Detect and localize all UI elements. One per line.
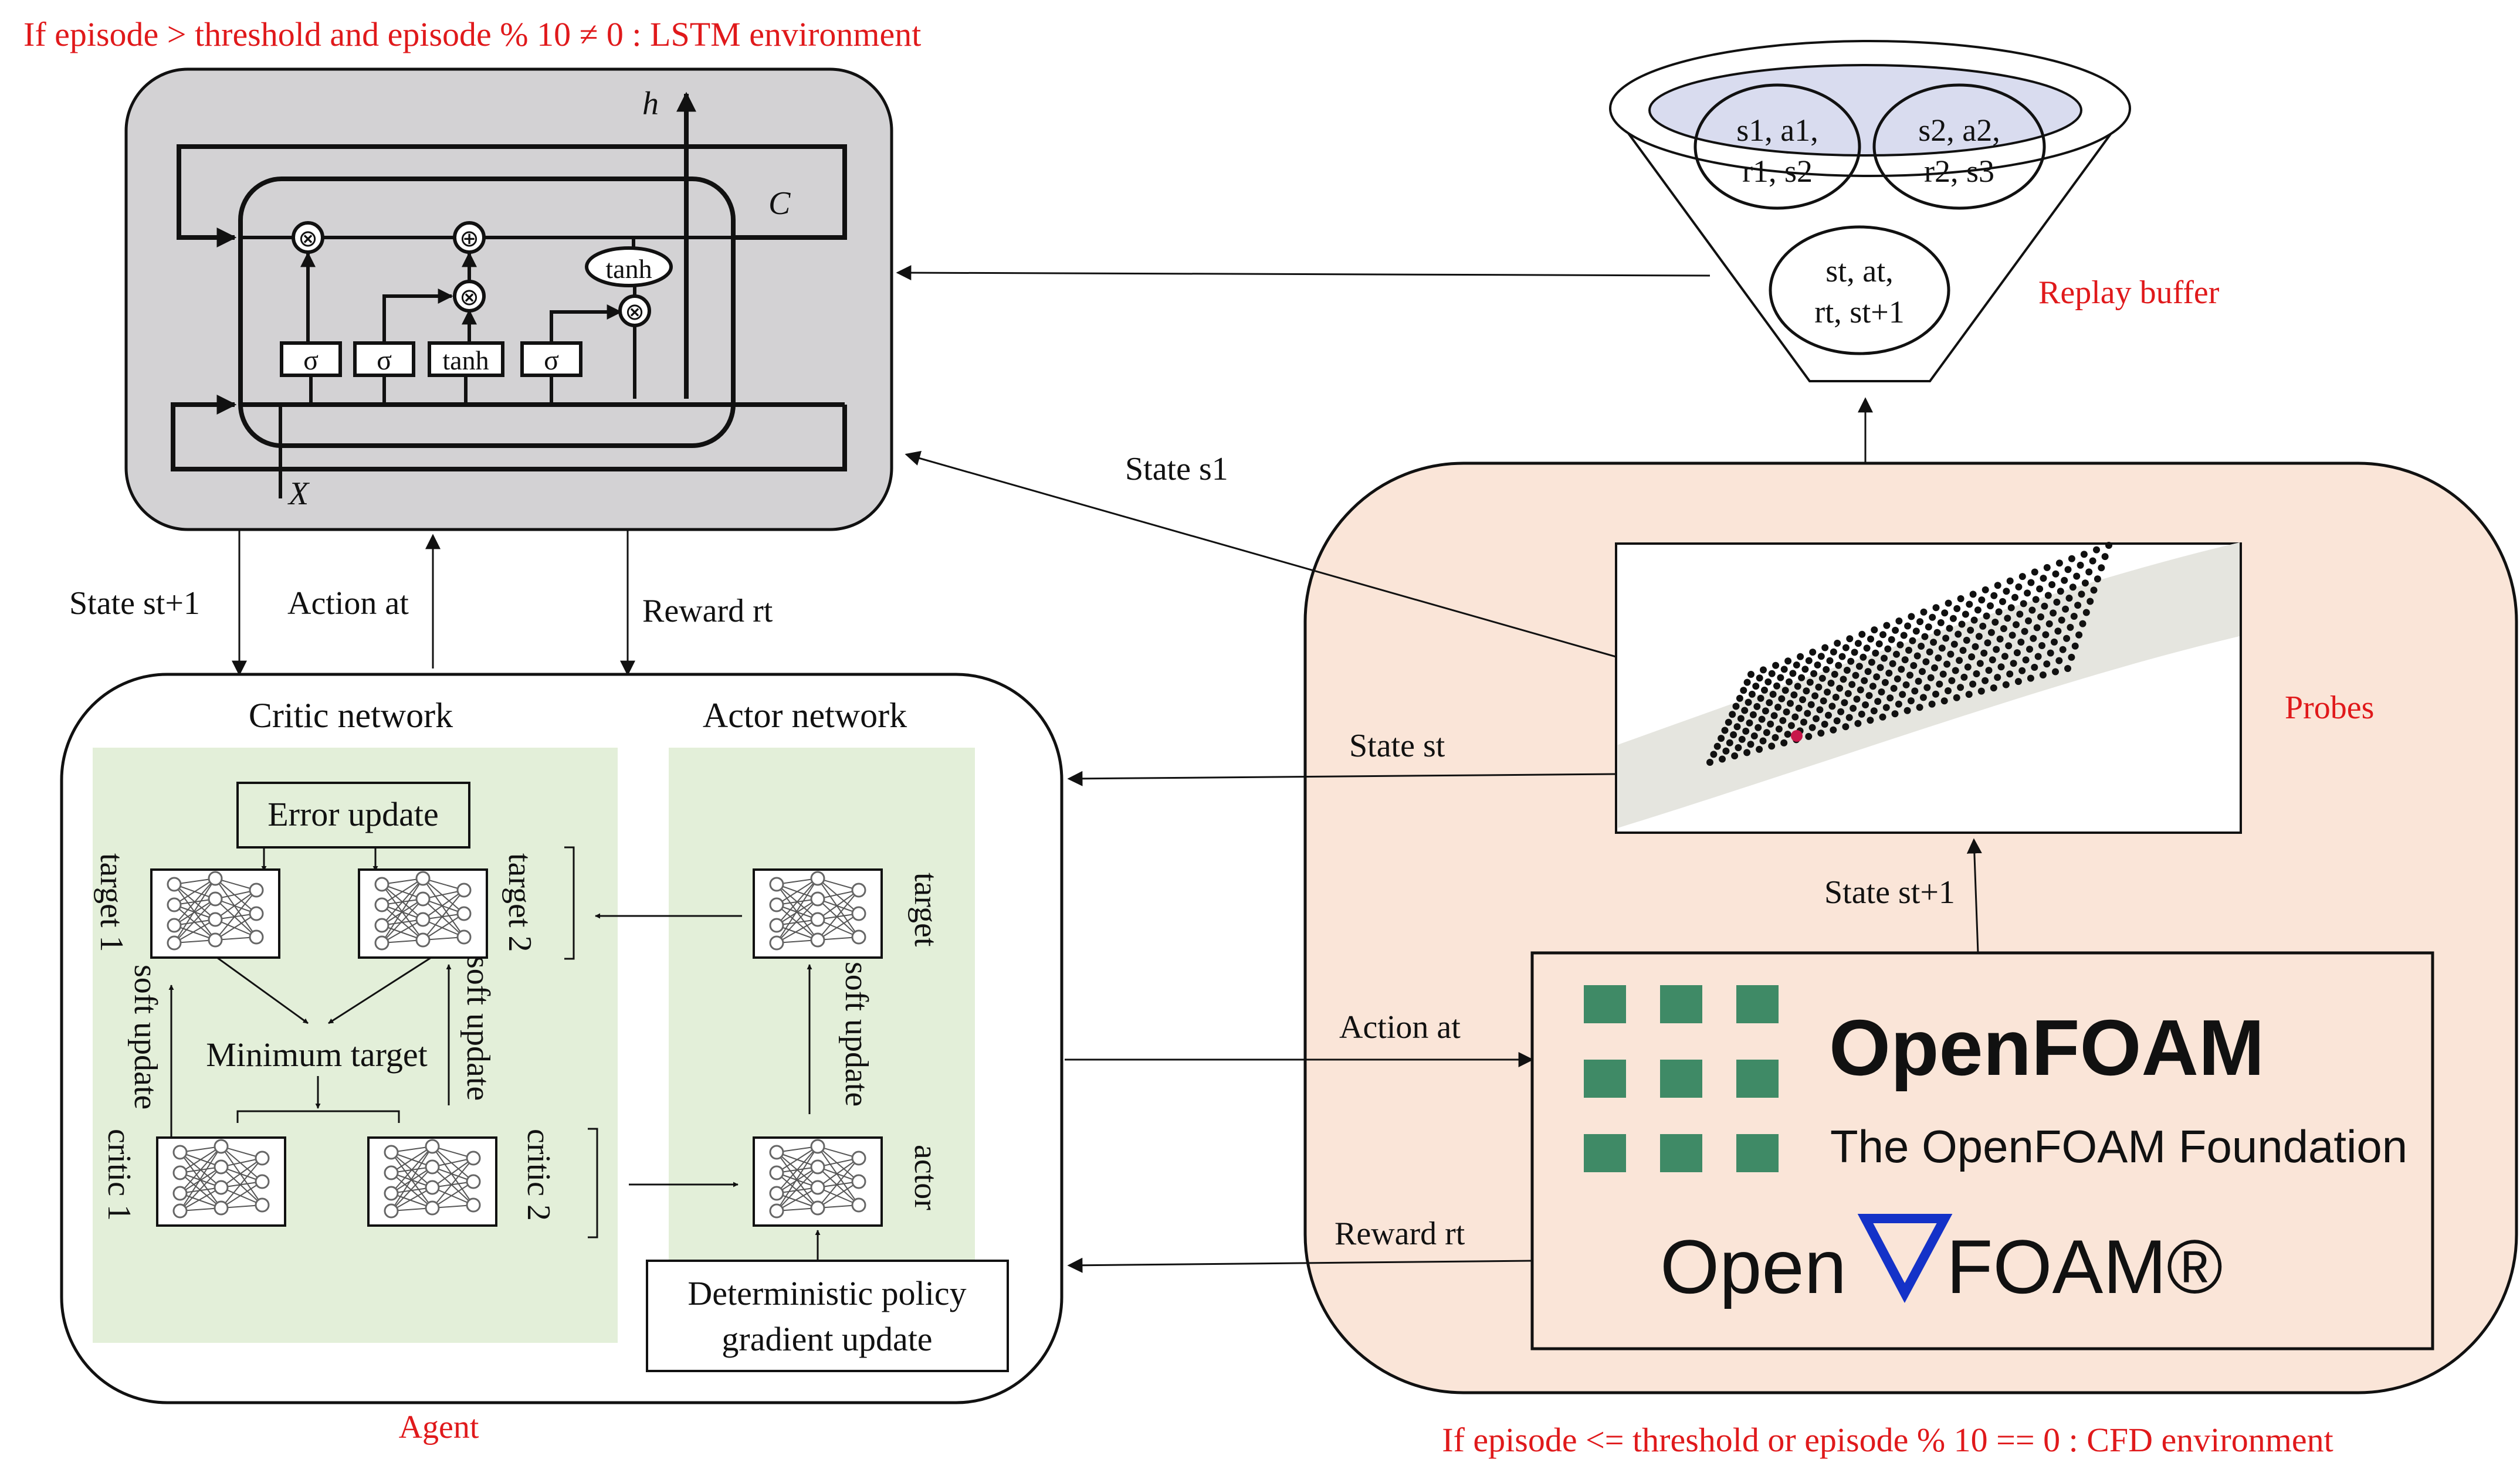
target-2-bracket	[564, 846, 575, 960]
openfoam-logo-foam: FOAM®	[1946, 1224, 2223, 1309]
actor-network-panel	[669, 748, 975, 1343]
nabla-icon	[1857, 1214, 1953, 1304]
critic-network-title: Critic network	[249, 696, 453, 735]
state-st-label: State st	[1349, 728, 1445, 764]
action-at-right-label: Action at	[1339, 1009, 1461, 1046]
state-st1-right-label: State st+1	[1824, 874, 1955, 911]
lstm-cell	[238, 177, 736, 448]
cfd-condition-caption: If episode <= threshold or episode % 10 …	[1442, 1421, 2333, 1459]
forget-multiply-op	[292, 221, 324, 254]
target-1-label: target 1	[93, 853, 130, 952]
soft-update-label-1: soft update	[127, 965, 164, 1109]
actor-network-title: Actor network	[703, 696, 907, 735]
forget-multiply-symbol: ⊗	[298, 226, 318, 252]
transition-t-line2: rt, st+1	[1814, 294, 1904, 330]
output-multiply-op	[618, 294, 651, 327]
openfoam-logo-open: Open	[1660, 1224, 1847, 1309]
target-2-label: target 2	[502, 853, 538, 952]
replay-buffer: s1, a1, r1, s2 s2, a2, r2, s3 st, at, rt…	[1609, 40, 2220, 382]
openfoam-title: OpenFOAM	[1829, 1003, 2264, 1092]
lstm-condition-caption: If episode > threshold and episode % 10 …	[23, 15, 921, 53]
lstm-environment: X h C σ σ tanh σ ⊗ ⊕ ⊗ ta	[124, 67, 893, 531]
add-symbol: ⊕	[459, 226, 479, 252]
arrow-buffer-to-lstm	[896, 265, 1711, 281]
output-tanh-op	[585, 246, 673, 287]
arrow-state-st	[1067, 771, 1617, 786]
soft-update-label-actor: soft update	[838, 962, 875, 1107]
openfoam-foundation: The OpenFOAM Foundation	[1830, 1121, 2407, 1172]
actor-label: actor	[907, 1145, 944, 1210]
reward-rt-right-label: Reward rt	[1334, 1216, 1465, 1252]
transition-1-line2: r1, s2	[1742, 154, 1813, 189]
dpg-update-line1: Deterministic policy	[687, 1274, 966, 1312]
dpg-update-box	[646, 1260, 1009, 1372]
lstm-x-label: X	[287, 476, 310, 512]
action-at-left-label: Action at	[287, 585, 409, 622]
agent: Critic network Actor network Error updat…	[60, 673, 1063, 1404]
soft-update-label-2: soft update	[460, 956, 496, 1101]
critic-2-bracket	[588, 1128, 598, 1238]
arrow-reward-right	[1067, 1257, 1533, 1273]
critic-1-label: critic 1	[101, 1129, 137, 1221]
reward-rt-left-label: Reward rt	[642, 593, 773, 629]
lstm-c-label: C	[768, 185, 791, 222]
state-s1-label: State s1	[1125, 451, 1228, 487]
input-multiply-symbol: ⊗	[459, 284, 479, 310]
agent-caption: Agent	[399, 1409, 479, 1445]
transition-t-line1: st, at,	[1825, 253, 1894, 289]
openfoam-logo-grid	[1584, 985, 1779, 1172]
add-op	[453, 221, 486, 254]
input-multiply-op	[453, 280, 486, 313]
transition-t	[1769, 225, 1950, 355]
lstm-input-loop	[171, 395, 847, 471]
transition-1-line1: s1, a1,	[1736, 113, 1818, 148]
cfd-environment: Probes OpenFOAM The OpenFOAM Foundation …	[1303, 461, 2518, 1394]
arrow-state-s1	[905, 450, 1617, 658]
error-update-box	[236, 782, 470, 849]
transition-2-line2: r2, s3	[1924, 154, 1994, 189]
state-st1-left-label: State st+1	[69, 585, 200, 622]
output-gate-label: σ	[544, 345, 559, 376]
lstm-h-label: h	[642, 86, 659, 122]
probe-array	[1706, 542, 2112, 766]
arrow-state-st1-right	[1966, 838, 1982, 953]
transition-2	[1872, 83, 2046, 210]
forget-gate-label: σ	[303, 345, 319, 376]
lstm-box	[124, 67, 893, 531]
critic-2-label: critic 2	[520, 1129, 557, 1221]
output-multiply-symbol: ⊗	[625, 299, 645, 325]
minimum-target-label: Minimum target	[206, 1036, 428, 1074]
dpg-update-line2: gradient update	[722, 1320, 932, 1358]
candidate-gate-label: tanh	[442, 345, 489, 375]
probe-highlight	[1791, 730, 1803, 742]
input-gate-label: σ	[377, 345, 392, 376]
replay-buffer-caption: Replay buffer	[2038, 274, 2220, 311]
replay-buffer-funnel	[1609, 107, 2131, 382]
transition-1	[1693, 83, 1861, 210]
probes-caption: Probes	[2285, 690, 2374, 726]
actor-target-label: target	[907, 873, 944, 947]
replay-buffer-top	[1648, 64, 2082, 157]
output-tanh-label: tanh	[605, 254, 652, 284]
transition-2-line1: s2, a2,	[1918, 113, 2000, 148]
error-update-label: Error update	[267, 795, 438, 833]
candidate-gate	[428, 341, 504, 377]
